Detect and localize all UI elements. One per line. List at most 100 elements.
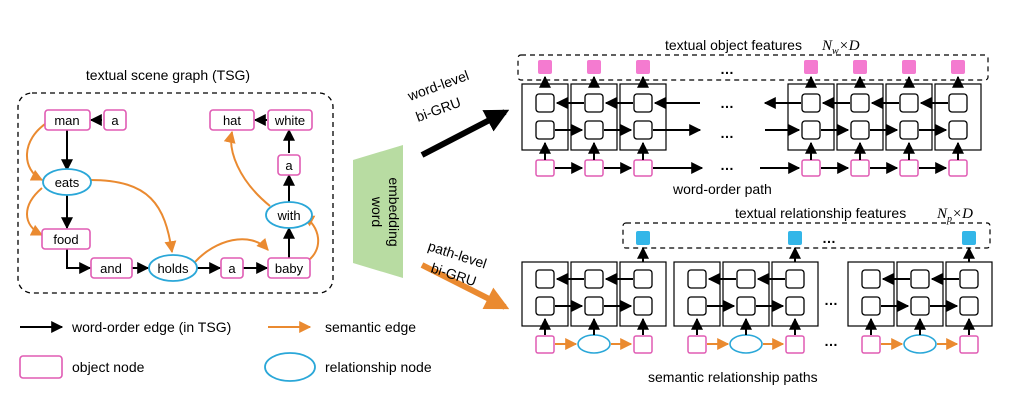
object-input-node (535, 335, 555, 354)
gru-cell-backward (535, 269, 555, 289)
label-eats: eats (55, 175, 80, 190)
object-feature-square (902, 60, 916, 74)
gru-cell-backward (959, 269, 979, 289)
word-order-path-title: word-order path (672, 181, 772, 197)
object-feature-squares (538, 60, 965, 74)
word-level-gru-cells (521, 75, 982, 177)
wl-ellipsis-input: … (720, 157, 734, 173)
path-level-gru-cells (521, 246, 993, 354)
object-feature-square (587, 60, 601, 74)
relationship-features-dim-rest: ×D (952, 206, 973, 222)
node-and (90, 257, 133, 279)
wl-ellipsis-row1: … (720, 95, 734, 111)
wl-ellipsis-row2: … (720, 125, 734, 141)
relationship-feature-square (636, 231, 650, 245)
pl-ellipsis-cells: … (824, 292, 838, 308)
object-feature-square (853, 60, 867, 74)
word-input-node (850, 159, 870, 177)
word-embedding-block: word embedding (353, 145, 403, 278)
label-holds: holds (157, 261, 189, 276)
relation-input-node (729, 334, 763, 354)
gru-cell-forward (948, 120, 968, 140)
gru-cell-forward (633, 296, 653, 316)
gru-cell-forward (850, 120, 870, 140)
gru-cell-forward (910, 296, 930, 316)
object-nodes (41, 109, 313, 279)
gru-cell-backward (899, 93, 919, 113)
object-feature-square (804, 60, 818, 74)
gru-cell-backward (584, 269, 604, 289)
gru-cell-forward (633, 120, 653, 140)
label-food: food (53, 232, 78, 247)
legend-semantic-text: semantic edge (325, 319, 416, 335)
object-features-frame (517, 54, 989, 81)
embedding-line1: word (369, 196, 385, 227)
node-hat (209, 109, 255, 131)
semantic-edges (26, 121, 320, 263)
semantic-paths-title: semantic relationship paths (648, 369, 818, 385)
gru-cell-forward (899, 120, 919, 140)
gru-cell-backward (801, 93, 821, 113)
relationship-features-ellipsis: … (822, 230, 836, 246)
gru-cell-forward (535, 120, 555, 140)
object-features-dim-sub: w (832, 46, 839, 57)
node-with (265, 201, 313, 229)
gru-cell-forward (959, 296, 979, 316)
relationship-features-dim-sub: p (946, 214, 952, 225)
object-input-node (959, 335, 979, 354)
node-holds (148, 254, 198, 282)
object-features-dim: Nw×D (821, 38, 860, 57)
word-level-label1: word-level (405, 67, 471, 104)
relation-input-node (903, 334, 937, 354)
object-feature-square (636, 60, 650, 74)
node-a2 (277, 154, 301, 176)
object-input-node (785, 335, 805, 354)
object-features-dim-rest: ×D (839, 38, 860, 54)
label-a3: a (228, 261, 236, 276)
node-white (267, 109, 313, 131)
relationship-features-title: textual relationship features (735, 205, 906, 221)
gru-cell-forward (687, 296, 707, 316)
gru-cell-forward (736, 296, 756, 316)
node-food (41, 228, 91, 250)
gru-cell-backward (584, 93, 604, 113)
relationship-features-frame (622, 222, 991, 249)
gru-cell-forward (861, 296, 881, 316)
label-with: with (276, 208, 300, 223)
gru-cell-backward (785, 269, 805, 289)
path-level-arrow (420, 262, 510, 310)
object-input-node (687, 335, 707, 354)
tsg-title: textual scene graph (TSG) (86, 67, 250, 83)
label-and: and (100, 261, 122, 276)
gru-cell-backward (948, 93, 968, 113)
node-a1 (103, 109, 127, 131)
node-a3 (220, 257, 244, 279)
label-man: man (54, 113, 79, 128)
relation-input-node (577, 334, 611, 354)
word-input-node (535, 159, 555, 177)
gru-cell-backward (687, 269, 707, 289)
label-a1: a (111, 113, 119, 128)
path-level-bigru: textual relationship features Np×D … … …… (521, 205, 993, 385)
gru-cell-forward (584, 296, 604, 316)
label-baby: baby (275, 261, 304, 276)
relationship-feature-square (788, 231, 802, 245)
object-feature-square (538, 60, 552, 74)
word-input-node (801, 159, 821, 177)
gru-cell-forward (584, 120, 604, 140)
gru-cell-backward (910, 269, 930, 289)
gru-cell-backward (850, 93, 870, 113)
word-level-arrow (420, 109, 510, 158)
object-features-dim-n: N (821, 38, 833, 54)
word-order-edges (61, 114, 295, 274)
object-feature-square (951, 60, 965, 74)
word-input-node (584, 159, 604, 177)
label-white: white (274, 113, 305, 128)
big-arrows: word-level bi-GRU path-level bi-GRU (405, 67, 510, 310)
gru-cell-forward (801, 120, 821, 140)
gru-cell-backward (861, 269, 881, 289)
textual-scene-graph: textual scene graph (TSG) (17, 67, 334, 294)
gru-cell-backward (633, 93, 653, 113)
gru-cell-backward (633, 269, 653, 289)
